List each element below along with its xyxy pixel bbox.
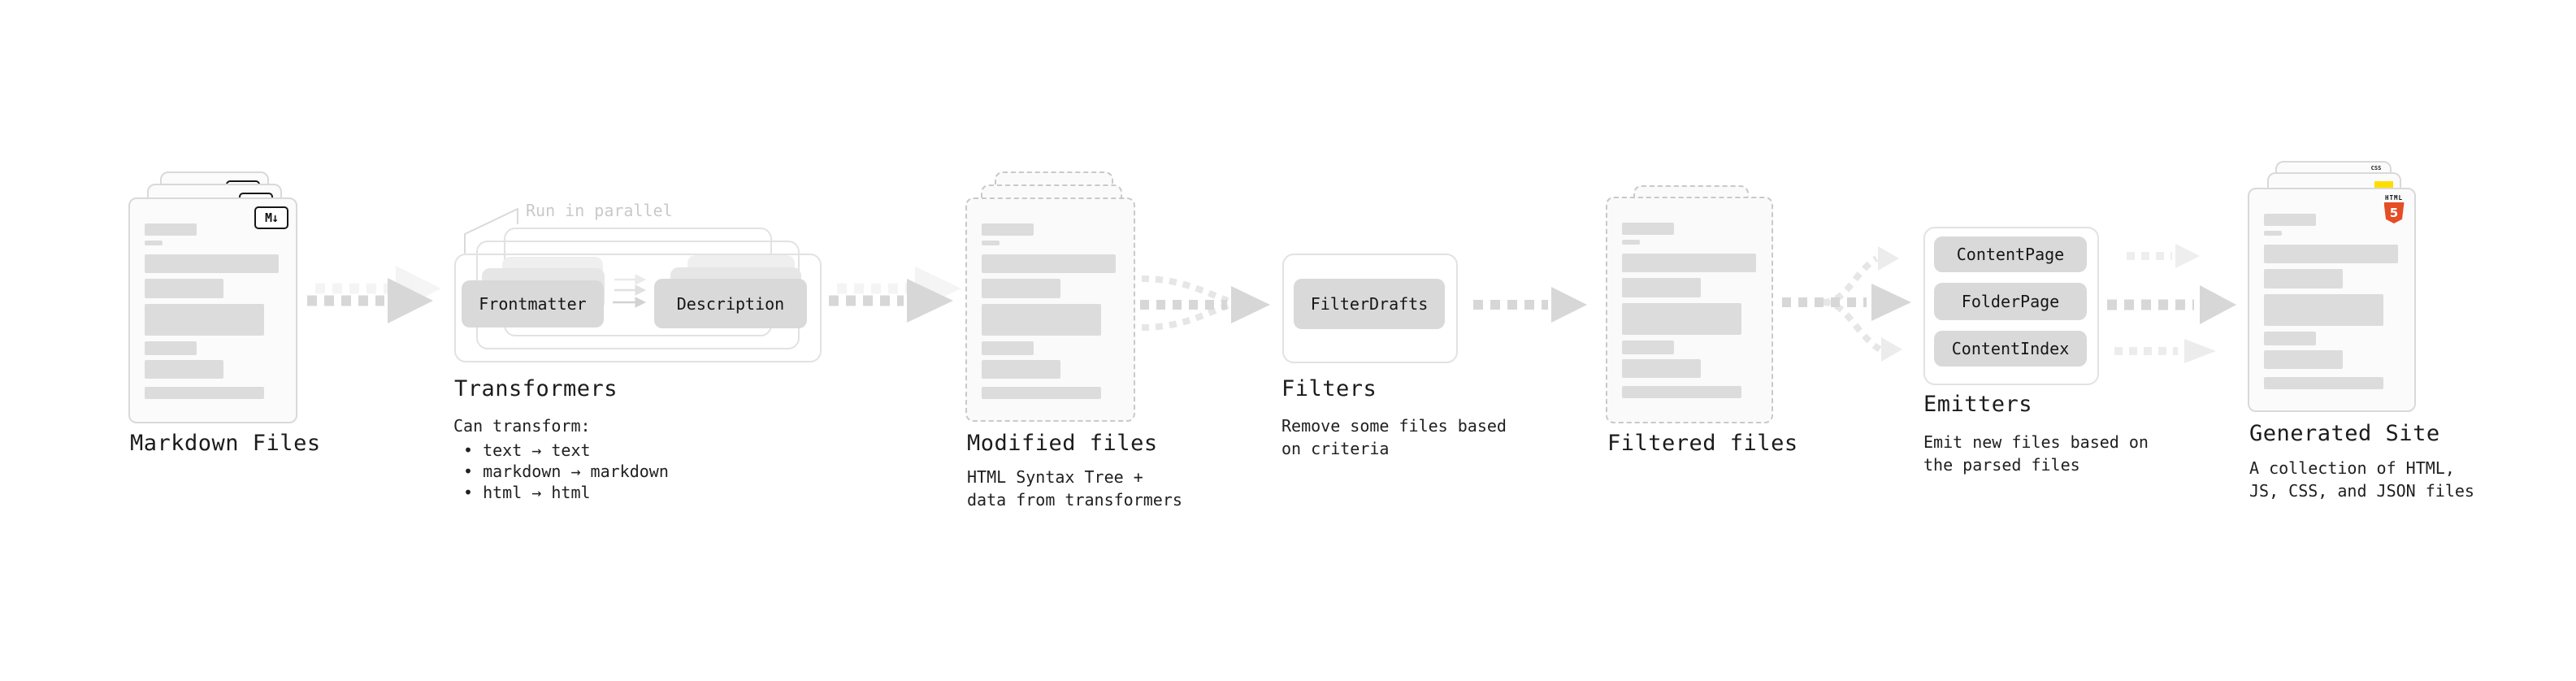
node-contentpage: ContentPage xyxy=(1934,236,2087,272)
placeholder-bar xyxy=(982,341,1034,355)
placeholder-bar xyxy=(145,341,197,355)
filters-desc: Remove some files based xyxy=(1281,416,1507,436)
placeholder-bar xyxy=(1622,254,1756,272)
placeholder-bar xyxy=(2264,350,2343,369)
transformer-outline-front xyxy=(454,254,822,362)
modified-files-desc: HTML Syntax Tree + xyxy=(967,467,1143,487)
placeholder-bar xyxy=(2264,245,2398,263)
filters-outline xyxy=(1282,254,1458,363)
parallel-arrows-icon xyxy=(613,274,647,308)
filtered-files-label: Filtered files xyxy=(1607,431,1798,456)
filters-label: Filters xyxy=(1281,376,1377,401)
placeholder-bar xyxy=(145,223,197,236)
placeholder-bar xyxy=(982,223,1034,236)
filtered-file-card-front xyxy=(1606,197,1773,423)
modified-files-label: Modified files xyxy=(967,431,1158,456)
placeholder-bar xyxy=(982,254,1116,273)
markdown-files-label: Markdown Files xyxy=(130,431,321,456)
placeholder-bar xyxy=(1622,223,1674,235)
transformers-label: Transformers xyxy=(454,376,618,401)
arrow-modified-to-filters xyxy=(1140,275,1270,331)
run-in-parallel-annotation: Run in parallel xyxy=(526,201,673,220)
markdown-file-card-front: M↓ xyxy=(128,197,297,423)
placeholder-bar xyxy=(1622,303,1741,335)
node-contentindex: ContentIndex xyxy=(1934,331,2087,367)
generated-site-desc: A collection of HTML, xyxy=(2249,458,2455,478)
placeholder-bar xyxy=(145,360,223,379)
placeholder-bar xyxy=(2264,269,2343,288)
modified-files-desc: data from transformers xyxy=(967,490,1182,510)
html5-icon: HTML 5 xyxy=(2383,195,2405,223)
node-folderpage: FolderPage xyxy=(1934,283,2087,320)
placeholder-bar xyxy=(1622,278,1701,297)
placeholder-bar xyxy=(2264,214,2316,226)
placeholder-bar xyxy=(145,279,223,298)
markdown-icon: M↓ xyxy=(254,206,288,229)
node-description: Description xyxy=(654,279,807,328)
placeholder-bar xyxy=(982,241,1000,245)
transformers-desc: Can transform: xyxy=(453,416,591,436)
node-frontmatter: Frontmatter xyxy=(462,280,604,327)
emitters-desc: the parsed files xyxy=(1923,455,2080,475)
placeholder-bar xyxy=(1622,359,1701,378)
placeholder-bar xyxy=(1622,340,1674,354)
transformers-bullet: • text → text xyxy=(463,440,591,460)
placeholder-bar xyxy=(2264,377,2383,389)
filters-desc: on criteria xyxy=(1281,439,1390,458)
emitters-desc: Emit new files based on xyxy=(1923,432,2149,452)
placeholder-bar xyxy=(2264,231,2282,236)
transformers-bullet: • markdown → markdown xyxy=(463,462,669,481)
annotation-leader-line xyxy=(464,207,518,254)
node-filterdrafts: FilterDrafts xyxy=(1294,279,1445,329)
arrow-markdown-to-transformers xyxy=(307,266,441,323)
arrow-filtered-to-emitters xyxy=(1782,246,1911,362)
placeholder-bar xyxy=(145,387,264,399)
placeholder-bar xyxy=(982,304,1101,336)
generated-site-label: Generated Site xyxy=(2249,421,2440,446)
javascript-icon xyxy=(2374,181,2393,190)
placeholder-bar xyxy=(2264,332,2316,345)
placeholder-bar xyxy=(145,304,264,336)
arrow-emitters-to-generated xyxy=(2107,244,2236,363)
placeholder-bar xyxy=(145,254,279,273)
placeholder-bar xyxy=(145,241,163,245)
emitters-outline xyxy=(1923,227,2099,385)
placeholder-bar xyxy=(982,360,1060,379)
arrow-filters-to-filtered xyxy=(1473,287,1587,323)
transformers-bullet: • html → html xyxy=(463,483,591,502)
placeholder-bar xyxy=(982,279,1060,298)
modified-file-card-front xyxy=(965,197,1135,422)
emitters-label: Emitters xyxy=(1923,392,2033,417)
arrow-transformers-to-modified xyxy=(829,267,961,323)
placeholder-bar xyxy=(2264,294,2383,326)
generated-site-desc: JS, CSS, and JSON files xyxy=(2249,481,2474,501)
placeholder-bar xyxy=(982,387,1101,399)
generated-file-card-front: HTML 5 xyxy=(2248,188,2416,412)
placeholder-bar xyxy=(1622,386,1741,398)
placeholder-bar xyxy=(1622,240,1640,245)
